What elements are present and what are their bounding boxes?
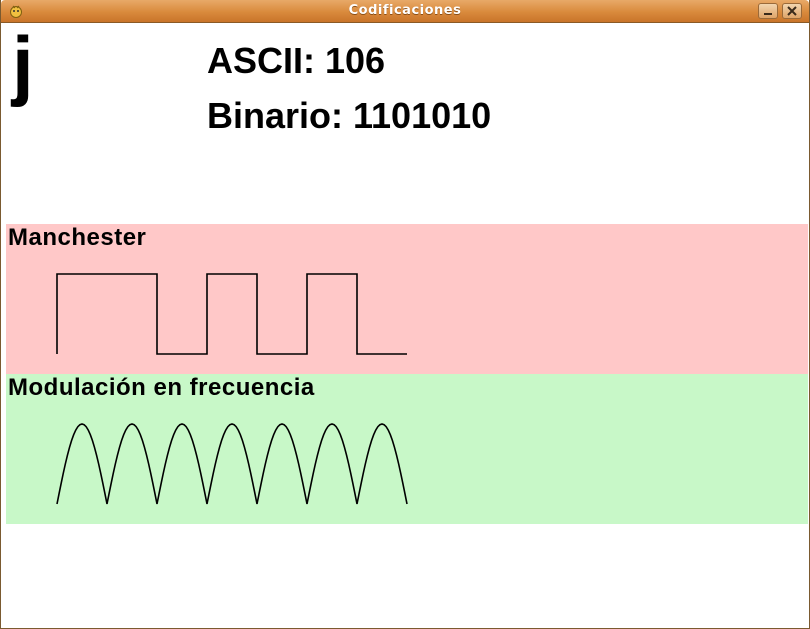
window-content: j ASCII: 106 Binario: 1101010 Manchester… [2, 23, 808, 627]
minimize-icon [764, 13, 772, 15]
character-display: j [12, 20, 34, 108]
manchester-signal-line [56, 273, 407, 355]
title-bar[interactable]: Codificaciones [1, 0, 809, 23]
fm-waveform [56, 423, 408, 505]
fm-title: Modulación en frecuencia [8, 374, 315, 401]
minimize-button[interactable] [758, 3, 778, 19]
fm-signal-line [56, 423, 408, 505]
app-icon[interactable] [8, 3, 24, 19]
ascii-value: ASCII: 106 [207, 40, 386, 81]
manchester-title: Manchester [8, 224, 147, 251]
manchester-waveform [56, 273, 407, 355]
close-icon [787, 6, 797, 16]
manchester-panel: Manchester [6, 224, 808, 374]
fm-panel: Modulación en frecuencia [6, 374, 808, 524]
close-button[interactable] [782, 3, 802, 19]
window-title: Codificaciones [348, 3, 462, 18]
binary-value: Binario: 1101010 [207, 95, 492, 136]
